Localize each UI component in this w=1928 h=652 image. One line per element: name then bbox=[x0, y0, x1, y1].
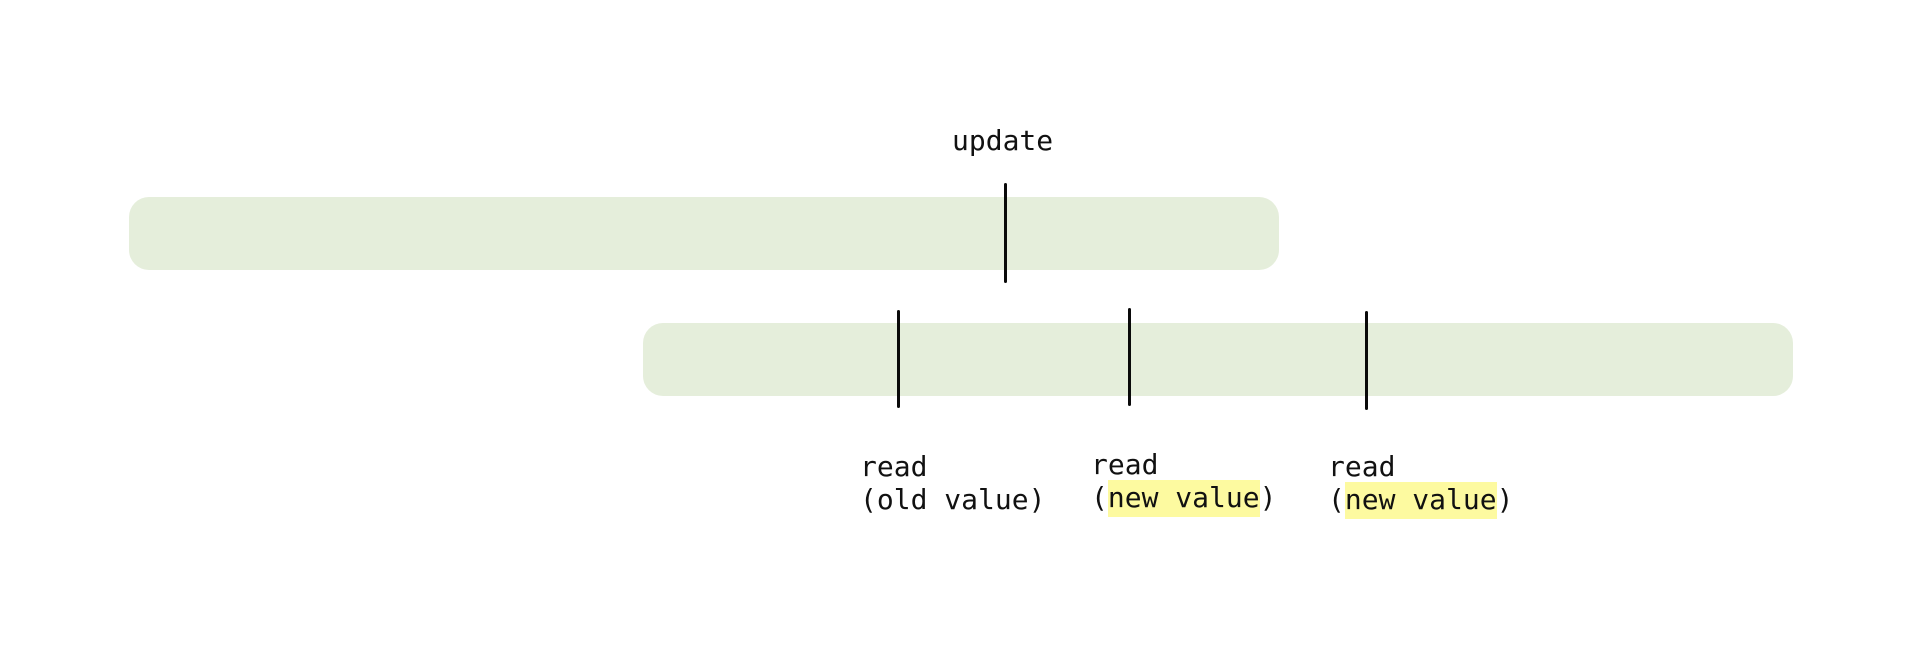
paren-close: ) bbox=[1496, 483, 1514, 516]
read-value-highlighted: new value bbox=[1344, 482, 1497, 519]
read-label: read (new value) bbox=[1091, 448, 1277, 517]
read-marker bbox=[1365, 311, 1368, 410]
read-label: read (new value) bbox=[1328, 450, 1514, 519]
read-value-highlighted: new value bbox=[1107, 480, 1260, 517]
reader-timeline-bar bbox=[643, 323, 1793, 396]
update-marker bbox=[1004, 183, 1007, 283]
read-label: read (old value) bbox=[860, 450, 1045, 516]
read-value: old value bbox=[876, 483, 1029, 516]
paren-open: ( bbox=[1091, 481, 1108, 514]
paren-close: ) bbox=[1028, 483, 1046, 516]
read-title: read bbox=[860, 450, 928, 483]
paren-open: ( bbox=[1328, 483, 1345, 516]
read-value-line: (old value) bbox=[860, 483, 1045, 516]
writer-timeline-bar bbox=[129, 197, 1279, 270]
read-value-line: (new value) bbox=[1328, 482, 1514, 519]
read-value-line: (new value) bbox=[1091, 480, 1277, 517]
update-label: update bbox=[952, 124, 1054, 157]
read-marker bbox=[897, 310, 900, 408]
read-marker bbox=[1128, 308, 1131, 406]
read-title: read bbox=[1091, 448, 1159, 481]
paren-close: ) bbox=[1259, 481, 1277, 514]
read-title: read bbox=[1328, 450, 1396, 483]
paren-open: ( bbox=[860, 483, 877, 516]
